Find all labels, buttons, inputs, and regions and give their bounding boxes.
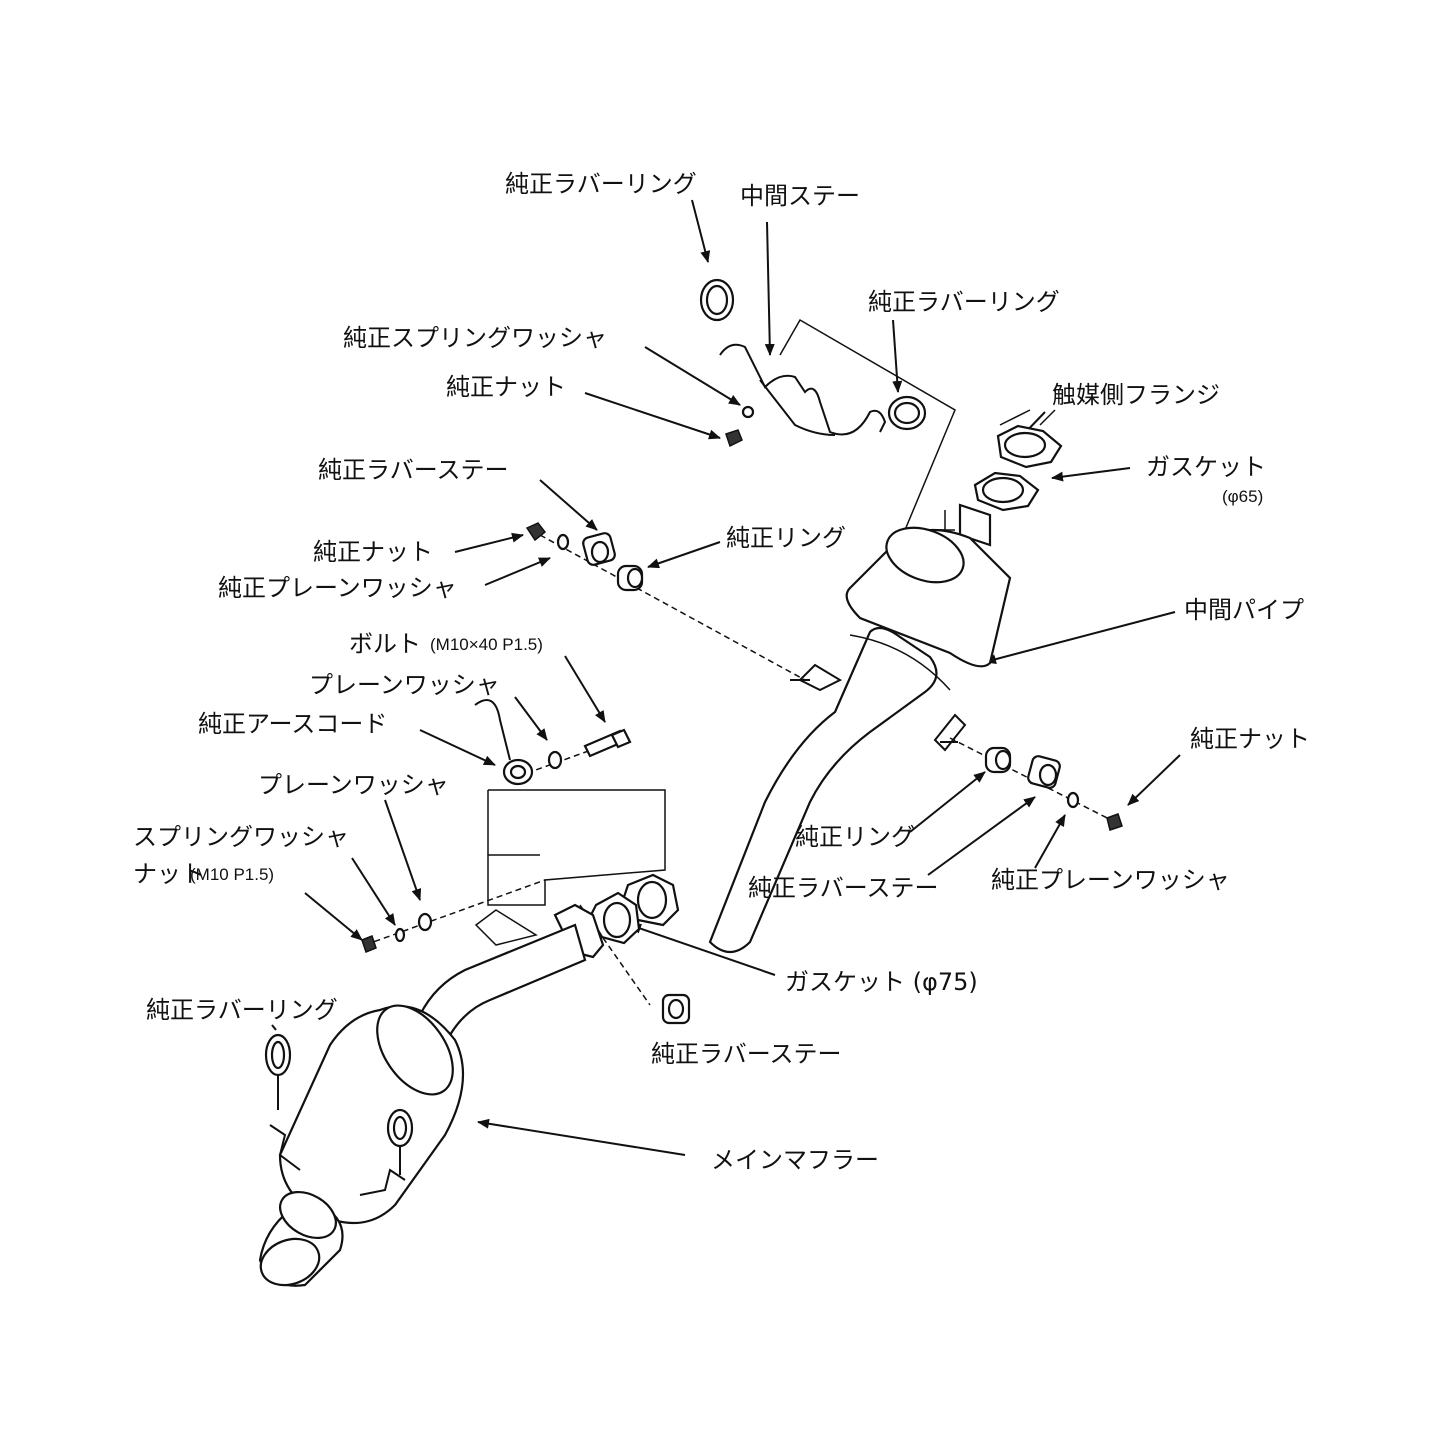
label-plain-washer-oem-right: 純正プレーンワッシャ xyxy=(991,866,1230,894)
middle-stay-hook xyxy=(719,343,887,436)
label-ring-oem-right: 純正リング xyxy=(795,823,915,851)
label-bolt: ボルト xyxy=(349,630,421,658)
label-rubber-ring-right: 純正ラバーリング xyxy=(868,288,1060,316)
cat-flange-part xyxy=(996,409,1063,469)
label-plain-washer-2: プレーンワッシャ xyxy=(258,771,449,799)
rubber-ring-top-part xyxy=(699,278,735,322)
label-middle-stay: 中間ステー xyxy=(740,182,860,210)
label-earth-cord: 純正アースコード xyxy=(198,710,388,738)
label-rubber-ring-top: 純正ラバーリング xyxy=(505,170,697,198)
label-bolt-spec: (M10×40 P1.5) xyxy=(430,635,543,654)
label-spring-washer: スプリングワッシャ xyxy=(133,823,349,851)
label-rubber-stay-left: 純正ラバーステー xyxy=(318,456,509,484)
label-nut-spec: (M10 P1.5) xyxy=(190,865,275,884)
label-middle-pipe: 中間パイプ xyxy=(1184,596,1304,624)
label-nut-oem-left: 純正ナット xyxy=(313,538,433,566)
rubber-ring-right-part xyxy=(887,395,927,431)
label-cat-flange: 触媒側フランジ xyxy=(1052,381,1220,409)
leader-arrows xyxy=(271,199,1181,1156)
pipe-hangers xyxy=(790,663,967,752)
main-muffler-part xyxy=(258,909,587,1287)
label-nut: ナット xyxy=(133,860,205,888)
rubber-stay-left-set xyxy=(525,522,644,592)
label-rubber-ring-bottom: 純正ラバーリング xyxy=(146,996,338,1024)
rubber-stay-right-set xyxy=(984,746,1123,831)
gasket-75-set xyxy=(553,873,680,959)
label-plain-washer-oem-left: 純正プレーンワッシャ xyxy=(218,574,457,602)
label-ring-oem-top: 純正リング xyxy=(726,524,846,552)
label-gasket-65-size: (φ65) xyxy=(1222,487,1264,506)
label-spring-washer-oem: 純正スプリングワッシャ xyxy=(343,324,607,352)
rubber-stay-bottom-part xyxy=(661,993,691,1025)
label-gasket-75: ガスケット (φ75) xyxy=(785,968,978,996)
label-gasket-65: ガスケット xyxy=(1146,453,1266,481)
label-plain-washer-1: プレーンワッシャ xyxy=(309,671,500,699)
label-main-muffler: メインマフラー xyxy=(711,1146,879,1174)
nut-oem-top-part xyxy=(725,405,755,448)
label-nut-oem-right: 純正ナット xyxy=(1190,725,1310,753)
middle-pipe-part xyxy=(708,503,1012,954)
nut-washer-bottom-set xyxy=(361,912,433,953)
rubber-ring-bottom-part xyxy=(264,1033,414,1175)
gasket-65-part xyxy=(973,471,1040,512)
label-rubber-stay-bottom: 純正ラバーステー xyxy=(651,1040,842,1068)
label-rubber-stay-right: 純正ラバーステー xyxy=(748,874,939,902)
bolt-set xyxy=(474,699,632,786)
label-nut-oem-top: 純正ナット xyxy=(446,373,566,401)
